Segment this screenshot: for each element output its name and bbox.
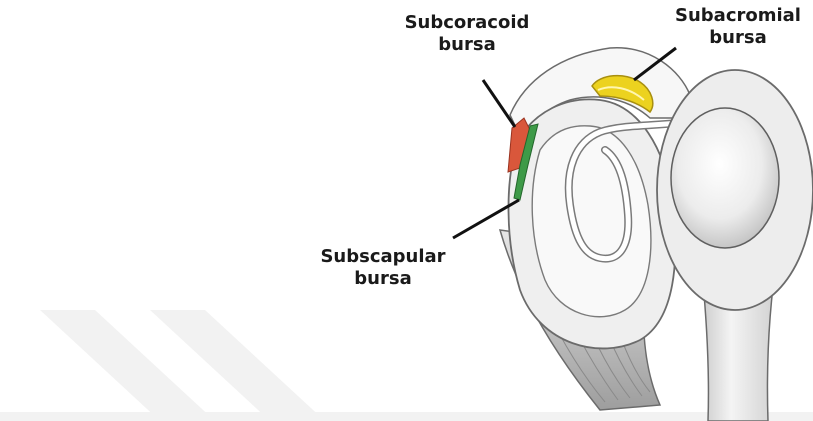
label-subcoracoid-bursa: Subcoracoid bursa: [392, 12, 542, 56]
label-subacromial-line2: bursa: [668, 27, 808, 49]
label-subcoracoid-line1: Subcoracoid: [392, 12, 542, 34]
humerus-head-icon: [671, 108, 779, 248]
label-subcoracoid-line2: bursa: [392, 34, 542, 56]
leader-line-subcoracoid: [483, 80, 515, 127]
label-subscapular-line2: bursa: [308, 268, 458, 290]
label-subacromial-bursa: Subacromial bursa: [668, 5, 808, 49]
label-subscapular-bursa: Subscapular bursa: [308, 246, 458, 290]
label-subacromial-line1: Subacromial: [668, 5, 808, 27]
label-subscapular-line1: Subscapular: [308, 246, 458, 268]
watermark-stripes: [0, 310, 813, 421]
